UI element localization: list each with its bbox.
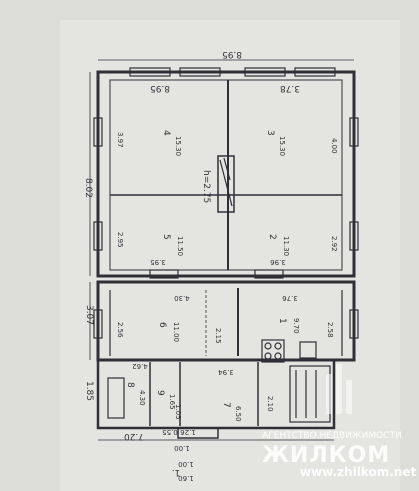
overall-height-label: 8.02 (83, 178, 93, 198)
dim-bath-width: 4.62 (132, 362, 148, 370)
dim-bottom-720: 7.20 (124, 431, 144, 441)
window-top-4 (294, 67, 336, 77)
dim-mid-left: 3.95 (150, 258, 166, 266)
burner-3 (264, 352, 272, 360)
porch (177, 427, 219, 439)
room-1-number: 1 (277, 318, 287, 324)
dim-left-mid: 2.95 (116, 232, 124, 248)
bathtub (107, 377, 125, 419)
dim-mid-right: 3.96 (270, 258, 286, 266)
overall-width-label: 8.95 (222, 49, 242, 59)
burner-2 (274, 342, 282, 350)
room-3-number: 3 (265, 130, 275, 136)
dim-left-outer-lower: 3.07 (84, 305, 94, 325)
dim-room1-top: 3.76 (282, 294, 298, 302)
kitchen-stove (261, 339, 285, 363)
room-9-area: 1.65 (168, 394, 176, 410)
paper-sheet (60, 20, 400, 491)
window-top-1 (129, 67, 171, 77)
window-top-3 (244, 67, 286, 77)
room-3-area: 15.30 (278, 136, 286, 156)
room-9-number: 9 (155, 390, 165, 396)
burner-4 (274, 352, 282, 360)
dim-bottom-a: 0.55 (162, 428, 178, 436)
dim-right-upper: 4.00 (330, 138, 338, 154)
room-4-area: 15.30 (174, 136, 182, 156)
room-8-area: 4.30 (138, 390, 146, 406)
stove-hatch (219, 159, 233, 207)
ceiling-height-label: h=2.75 (201, 170, 211, 203)
room-2-number: 2 (267, 234, 277, 240)
window-left-1 (93, 117, 103, 147)
room-6-area: 11.00 (172, 322, 180, 342)
sink (299, 341, 317, 359)
dim-bottom-d: 1.00 (178, 460, 194, 468)
inner-wall-main (109, 79, 343, 271)
dim-left-upper: 3.97 (116, 132, 124, 148)
room-6-number: 6 (157, 322, 167, 328)
dim-bottom-c: 1.00 (174, 444, 190, 452)
window-top-2 (179, 67, 221, 77)
room-7-number: 7 (221, 402, 231, 408)
watermark: АГЕНТСТВО НЕДВИЖИМОСТИ ЖИЛКОМ www.zhilko… (262, 364, 416, 479)
watermark-logo-bar-2 (336, 364, 342, 414)
room-5-number: 5 (161, 234, 171, 240)
dim-room6-height: 2.15 (214, 328, 222, 344)
window-right-2 (349, 221, 359, 251)
dim-bath-inner: 1.05 (174, 404, 182, 420)
dim-top-right-label: 3.78 (280, 83, 300, 93)
dim-room6-top: 4.30 (174, 294, 190, 302)
room-8-number: 8 (125, 382, 135, 388)
window-right-3 (349, 309, 359, 339)
window-bottom-2 (254, 269, 284, 279)
dim-small-210: 2.10 (266, 396, 274, 412)
watermark-logo-bar-3 (346, 380, 352, 414)
watermark-brand: ЖИЛКОМ (262, 443, 390, 468)
window-bottom-1 (149, 269, 179, 279)
window-right-1 (349, 117, 359, 147)
dim-bottom-b: 1.26 (180, 428, 196, 436)
stove-hatch-2 (223, 157, 231, 181)
dim-top-left-label: 8.95 (150, 83, 170, 93)
dim-bottom-left-outer: 1.85 (84, 381, 94, 401)
watermark-agency: АГЕНТСТВО НЕДВИЖИМОСТИ (262, 431, 402, 441)
room-5-area: 11.50 (176, 236, 184, 256)
dim-bottom-1: 1. (172, 467, 181, 477)
room-7-area: 6.50 (234, 406, 242, 422)
watermark-logo-bar-1 (326, 374, 332, 414)
dim-right-mid: 2.92 (330, 236, 338, 252)
outer-wall-main (96, 70, 356, 278)
window-left-3 (93, 309, 103, 339)
burner-1 (264, 342, 272, 350)
dim-room1-right: 2.58 (326, 322, 334, 338)
window-left-2 (93, 221, 103, 251)
stove (217, 155, 235, 213)
dim-room6-left: 2.56 (116, 322, 124, 338)
dim-bottom-1-60: 1.60 (178, 474, 194, 482)
room-4-number: 4 (161, 130, 171, 136)
room-1-area: 9.70 (292, 318, 300, 334)
dim-corridor-width: 3.94 (218, 368, 234, 376)
room-2-area: 11.30 (282, 236, 290, 256)
watermark-url: www.zhilkom.net (300, 465, 416, 479)
